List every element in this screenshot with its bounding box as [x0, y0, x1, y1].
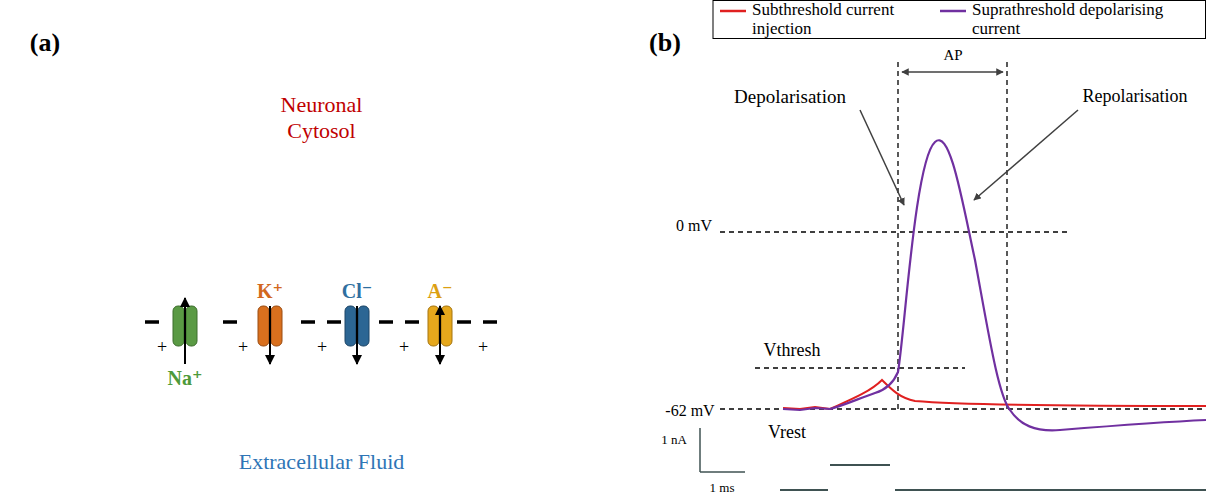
panel-letter: (b)	[649, 29, 681, 58]
charge-sign: +	[478, 338, 488, 358]
ion-channel	[345, 306, 369, 364]
leader-arrow	[860, 110, 904, 205]
ion-label: K⁺	[257, 280, 283, 302]
charge-sign: +	[399, 338, 409, 358]
ion-channel	[173, 298, 197, 364]
charge-dash	[327, 320, 341, 324]
ion-label: Cl⁻	[342, 280, 373, 302]
charge-dash	[457, 320, 471, 324]
membrane	[145, 298, 497, 364]
span-label: AP	[943, 47, 962, 64]
charge-dash	[223, 320, 237, 324]
current-steps	[780, 465, 1206, 490]
phase-label: Depolarisation	[734, 87, 846, 108]
region-shape	[15, 48, 628, 338]
charge-dash	[145, 320, 159, 324]
panel-letter: (a)	[30, 29, 60, 58]
voltage-label: 0 mV	[676, 217, 712, 235]
region-label: Neuronal Cytosol	[257, 92, 387, 145]
legend-swatch	[940, 10, 966, 13]
legend-text: Suprathreshold depolarising current	[972, 1, 1197, 38]
cytosol-region: Neuronal Cytosol	[15, 48, 628, 338]
legend-box	[713, 1, 1206, 39]
extracellular-region: Extracellular Fluid	[15, 338, 628, 493]
charge-sign: +	[317, 338, 327, 358]
ion-flow-arrow	[184, 298, 186, 364]
scale-bar	[700, 428, 745, 472]
legend-swatch	[720, 10, 746, 13]
ion-flow-arrow	[269, 306, 271, 364]
voltage-label: -62 mV	[665, 402, 714, 420]
region-label: Extracellular Fluid	[239, 449, 405, 475]
charge-dash	[301, 320, 315, 324]
charge-dash	[379, 320, 393, 324]
charge-dash	[483, 320, 497, 324]
leader-arrow	[974, 110, 1078, 200]
ion-channel	[258, 306, 282, 364]
phase-label: Repolarisation	[1083, 87, 1188, 107]
ion-flow-arrow	[439, 306, 441, 364]
legend-text: Subthreshold current injection	[752, 1, 917, 38]
scale-label: 1 ms	[710, 481, 735, 495]
ion-label: Na⁺	[168, 367, 203, 389]
ion-channel	[428, 306, 452, 364]
ion-label: A⁻	[428, 280, 453, 302]
voltage-label: Vrest	[768, 423, 806, 443]
charge-sign: +	[238, 338, 248, 358]
charge-dash	[405, 320, 419, 324]
ap-span-arrow	[902, 71, 1003, 73]
guide-lines	[720, 62, 1206, 409]
scale-label: 1 nA	[661, 433, 687, 447]
charge-sign: +	[157, 338, 167, 358]
voltage-label: Vthresh	[764, 341, 821, 361]
action-potential-trace	[783, 140, 1206, 430]
ion-flow-arrow	[356, 306, 358, 364]
